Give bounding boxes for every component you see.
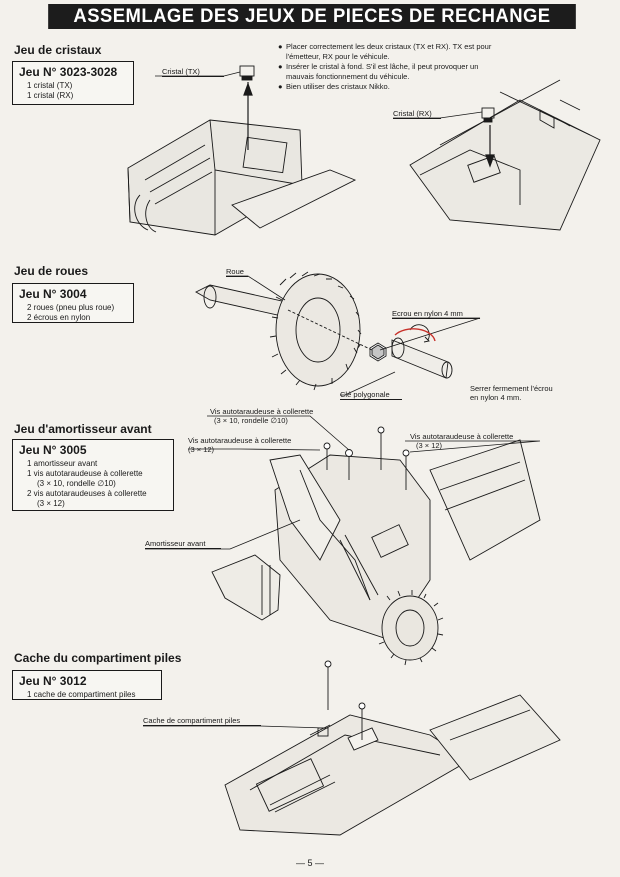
kit-item: 1 cristal (RX) — [27, 91, 74, 100]
section-title-wheels: Jeu de roues — [14, 264, 89, 278]
wheel-assembly-drawing — [195, 271, 453, 391]
kit-item: 2 vis autotaraudeuses à collerette — [27, 489, 147, 498]
kit-item: 1 amortisseur avant — [27, 459, 98, 468]
instruction-item: ●Placer correctement les deux cristaux (… — [278, 42, 492, 61]
kit-item: 1 cache de compartiment piles — [27, 690, 136, 699]
page-banner-title: ASSEMLAGE DES JEUX DE PIECES DE RECHANGE — [48, 4, 576, 29]
kit-item: (3 × 10, rondelle ∅10) — [37, 479, 116, 488]
bullet-icon: ● — [278, 42, 283, 51]
bullet-icon: ● — [278, 82, 283, 91]
rx-chassis-drawing — [409, 79, 601, 231]
shock-chassis-drawing — [211, 439, 541, 666]
crystal-instructions: ●Placer correctement les deux cristaux (… — [278, 42, 498, 92]
label-crystal-rx: Cristal (RX) — [393, 109, 441, 119]
screws-drawing — [323, 426, 410, 490]
kit-item: 1 cristal (TX) — [27, 81, 73, 90]
label-screw-3x12-left: Vis autotaraudeuse à collerette (3 × 12) — [188, 436, 292, 454]
kit-item: 2 roues (pneu plus roue) — [27, 303, 115, 312]
instruction-item: ●Insérer le cristal à fond. S'il est lâc… — [278, 62, 479, 81]
label-screw-3x12-right: Vis autotaraudeuse à collerette (3 × 12) — [410, 432, 514, 450]
wheel-tighten-note: Serrer fermement l'écrou en nylon 4 mm. — [470, 384, 553, 402]
label-nylon-nut: Ecrou en nylon 4 mm — [392, 309, 480, 319]
section-title-crystals: Jeu de cristaux — [14, 43, 102, 57]
kit-number-wheels: Jeu N° 3004 — [19, 287, 87, 301]
kit-item: 1 vis autotaraudeuse à collerette — [27, 469, 143, 478]
kit-number-battery: Jeu N° 3012 — [19, 674, 87, 688]
kit-number-shock: Jeu N° 3005 — [19, 443, 87, 457]
kit-item: 2 écrous en nylon — [27, 313, 91, 322]
kit-box-battery: Jeu N° 3012 1 cache de compartiment pile… — [12, 670, 162, 700]
label-wheel: Roue — [226, 267, 248, 277]
section-title-battery: Cache du compartiment piles — [14, 651, 182, 665]
bullet-icon: ● — [278, 62, 283, 71]
label-front-shock: Amortisseur avant — [145, 539, 221, 549]
label-polygon-key: Clé polygonale — [340, 390, 402, 400]
kit-number-crystals: Jeu N° 3023-3028 — [19, 65, 118, 79]
battery-chassis-drawing — [224, 694, 561, 836]
kit-box-crystals: Jeu N° 3023-3028 1 cristal (TX) 1 crista… — [12, 61, 134, 105]
label-crystal-tx: Cristal (TX) — [162, 67, 224, 77]
kit-item: (3 × 12) — [37, 499, 65, 508]
page-number: — 5 — — [296, 858, 325, 868]
label-screw-3x10: Vis autotaraudeuse à collerette (3 × 10,… — [210, 407, 314, 425]
instruction-item: ●Bien utiliser des cristaux Nikko. — [278, 82, 390, 91]
kit-box-wheels: Jeu N° 3004 2 roues (pneu plus roue) 2 é… — [12, 283, 134, 323]
transmitter-drawing — [127, 119, 357, 236]
label-battery-cover: Cache de compartiment piles — [143, 716, 261, 726]
section-title-shock: Jeu d'amortisseur avant — [14, 422, 152, 436]
kit-box-shock: Jeu N° 3005 1 amortisseur avant 1 vis au… — [12, 439, 174, 511]
